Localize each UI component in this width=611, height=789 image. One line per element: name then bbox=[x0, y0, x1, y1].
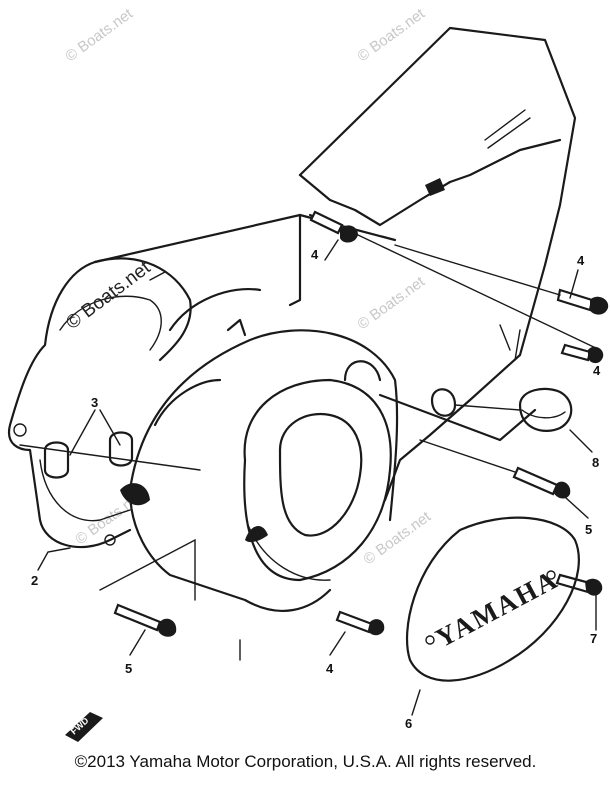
callout-number: 6 bbox=[405, 716, 412, 731]
callout-number: 4 bbox=[311, 247, 319, 262]
point-cover: YAMAHA bbox=[406, 516, 580, 682]
dowel-pins bbox=[19, 431, 201, 479]
callout-number: 4 bbox=[593, 363, 601, 378]
watermark-main: © Boats.net bbox=[62, 257, 155, 334]
watermark-text: © Boats.net bbox=[354, 5, 428, 65]
bolts bbox=[99, 210, 609, 637]
callout-number: 5 bbox=[125, 661, 132, 676]
oil-plug bbox=[454, 387, 573, 432]
watermark-text: © Boats.net bbox=[492, 0, 566, 3]
leader-lines bbox=[37, 239, 598, 716]
gasket bbox=[7, 257, 192, 549]
crankcase-cover bbox=[93, 26, 577, 502]
callout-number: 7 bbox=[590, 631, 597, 646]
callout-number: 5 bbox=[585, 522, 592, 537]
fwd-mark: FWD bbox=[65, 712, 103, 742]
watermark-text: © Boats.net bbox=[360, 508, 434, 568]
callout-number: 8 bbox=[592, 455, 599, 470]
callout-numbers: 3 2 4 4 4 8 5 4 5 7 6 bbox=[31, 247, 601, 731]
callout-number: 2 bbox=[31, 573, 38, 588]
callout-number: 3 bbox=[91, 395, 98, 410]
callout-number: 4 bbox=[326, 661, 334, 676]
copyright-footer: ©2013 Yamaha Motor Corporation, U.S.A. A… bbox=[74, 752, 537, 771]
inner-cover bbox=[120, 288, 399, 661]
callout-number: 4 bbox=[577, 253, 585, 268]
cover-logo: YAMAHA bbox=[431, 564, 563, 653]
watermark-text: © Boats.net bbox=[354, 273, 428, 333]
watermark-text: © Boats.net bbox=[62, 5, 136, 65]
